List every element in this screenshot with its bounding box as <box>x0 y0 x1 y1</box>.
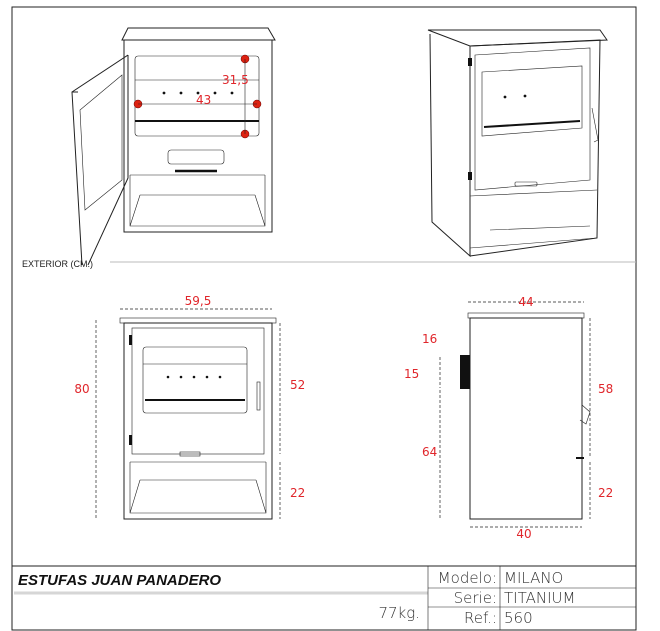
flue-height-dim: 64 <box>422 445 437 459</box>
series-value: TITANIUM <box>504 589 575 607</box>
front-height-dim: 80 <box>74 382 89 396</box>
side-view-dimensions: 44 40 16 15 64 58 22 <box>404 295 613 541</box>
flue-diameter-dim: 15 <box>404 367 419 381</box>
side-depth-top-dim: 44 <box>518 295 533 309</box>
model-label: Modelo: <box>438 569 497 587</box>
door-height-callout: 31,5 <box>222 73 249 87</box>
model-value: MILANO <box>504 569 563 587</box>
front-width-dim: 59,5 <box>185 294 212 308</box>
flue-top-dim: 16 <box>422 332 437 346</box>
front-view-dimensions: 59,5 80 52 22 <box>74 294 305 520</box>
side-upper-dim: 58 <box>598 382 613 396</box>
front-view-open-door: 31,5 43 <box>71 27 276 266</box>
company-name: ESTUFAS JUAN PANADERO <box>18 572 221 589</box>
ref-label: Ref.: <box>464 609 497 627</box>
side-depth-bottom-dim: 40 <box>516 527 531 541</box>
side-lower-dim: 22 <box>598 486 613 500</box>
ref-value: 560 <box>504 609 533 627</box>
front-lower-dim: 22 <box>290 486 305 500</box>
perspective-view <box>427 29 608 258</box>
section-label: EXTERIOR (CM.) <box>22 259 93 269</box>
door-width-callout: 43 <box>196 93 211 107</box>
drawing-border <box>11 6 637 631</box>
series-label: Serie: <box>454 589 497 607</box>
title-block: ESTUFAS JUAN PANADERO 77kg. Modelo: MILA… <box>12 565 636 630</box>
weight: 77kg. <box>378 604 420 622</box>
front-upper-dim: 52 <box>290 378 305 392</box>
